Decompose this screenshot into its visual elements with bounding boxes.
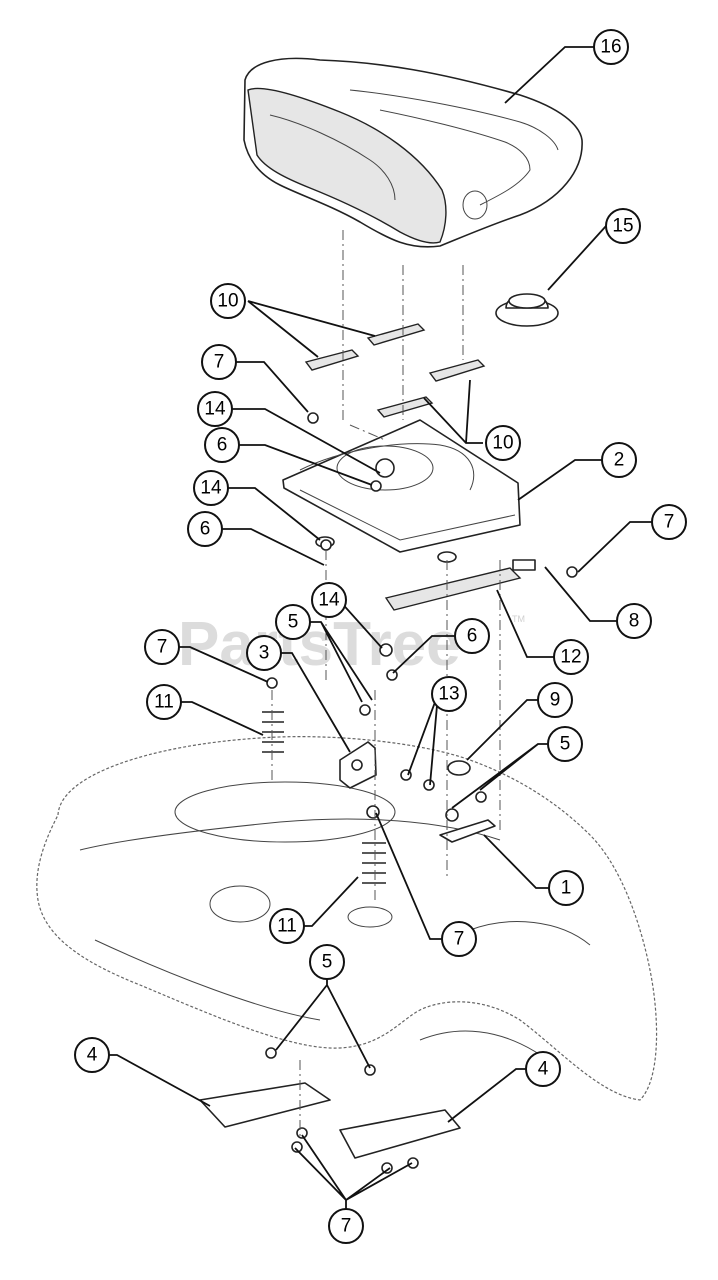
callout-12-label: 12 bbox=[560, 647, 581, 668]
callout-14-middle: 14 bbox=[193, 470, 229, 506]
callout-7-bottom: 7 bbox=[328, 1208, 364, 1244]
callout-6-lower-label: 6 bbox=[467, 626, 478, 647]
callout-7-left: 7 bbox=[144, 629, 180, 665]
callout-14-lower-label: 14 bbox=[318, 590, 340, 611]
callout-10-left-label: 10 bbox=[217, 291, 238, 312]
callout-14-lower: 14 bbox=[311, 582, 347, 618]
callout-4-right: 4 bbox=[525, 1051, 561, 1087]
pivot-brackets bbox=[339, 741, 496, 843]
callout-6-upper-label: 6 bbox=[217, 435, 228, 456]
callout-1-label: 1 bbox=[561, 878, 572, 899]
watermark-text: PartsTree bbox=[178, 610, 461, 679]
fender-body bbox=[36, 736, 658, 1101]
callout-5-right: 5 bbox=[547, 726, 583, 762]
seat-springs bbox=[262, 711, 386, 884]
callout-9: 9 bbox=[537, 682, 573, 718]
callout-8-label: 8 bbox=[629, 611, 640, 632]
callout-7-bottom-label: 7 bbox=[341, 1216, 352, 1237]
watermark-tm: TM bbox=[512, 614, 525, 624]
callout-1: 1 bbox=[548, 870, 584, 906]
callout-15: 15 bbox=[605, 208, 641, 244]
callout-10-right: 10 bbox=[485, 425, 521, 461]
callout-9-label: 9 bbox=[550, 690, 561, 711]
callout-4-right-label: 4 bbox=[538, 1059, 549, 1080]
mounting-plates bbox=[199, 1047, 461, 1174]
callout-6-middle-label: 6 bbox=[200, 519, 211, 540]
callout-7-middle: 7 bbox=[441, 921, 477, 957]
callout-7-upper: 7 bbox=[201, 344, 237, 380]
callout-15-label: 15 bbox=[612, 216, 633, 237]
callout-11-lower-label: 11 bbox=[277, 916, 297, 937]
construction-lines bbox=[271, 230, 501, 1140]
callout-5-upper-label: 5 bbox=[288, 612, 299, 633]
callout-14-upper-label: 14 bbox=[204, 399, 226, 420]
callout-11-upper: 11 bbox=[146, 684, 182, 720]
callout-7-upper-label: 7 bbox=[214, 352, 225, 373]
callout-6-lower: 6 bbox=[454, 618, 490, 654]
callout-10-left: 10 bbox=[210, 283, 246, 319]
callout-13: 13 bbox=[431, 676, 467, 712]
callout-7-left-label: 7 bbox=[157, 637, 168, 658]
callout-5-lower: 5 bbox=[309, 944, 345, 980]
callout-5-right-label: 5 bbox=[560, 734, 571, 755]
callout-3: 3 bbox=[246, 635, 282, 671]
callout-11-upper-label: 11 bbox=[154, 692, 174, 713]
callout-5-lower-label: 5 bbox=[322, 952, 333, 973]
callout-6-middle: 6 bbox=[187, 511, 223, 547]
callout-4-left-label: 4 bbox=[87, 1045, 98, 1066]
callout-7-middle-label: 7 bbox=[454, 929, 465, 950]
slide-rails bbox=[304, 323, 486, 418]
seat-adjust-knob bbox=[495, 293, 559, 327]
callout-16: 16 bbox=[593, 29, 629, 65]
callout-5-upper: 5 bbox=[275, 604, 311, 640]
callout-4-left: 4 bbox=[74, 1037, 110, 1073]
seat-pan bbox=[282, 419, 536, 611]
callout-16-label: 16 bbox=[600, 37, 621, 58]
callout-2: 2 bbox=[601, 442, 637, 478]
callout-14-upper: 14 bbox=[197, 391, 233, 427]
callout-7-right: 7 bbox=[651, 504, 687, 540]
callout-14-middle-label: 14 bbox=[200, 478, 222, 499]
callout-7-right-label: 7 bbox=[664, 512, 675, 533]
callout-3-label: 3 bbox=[259, 643, 270, 664]
callout-13-label: 13 bbox=[438, 684, 459, 705]
seat-cushion bbox=[243, 57, 583, 248]
callout-8: 8 bbox=[616, 603, 652, 639]
callout-12: 12 bbox=[553, 639, 589, 675]
callout-11-lower: 11 bbox=[269, 908, 305, 944]
callout-10-right-label: 10 bbox=[492, 433, 513, 454]
callout-2-label: 2 bbox=[614, 450, 625, 471]
callout-6-upper: 6 bbox=[204, 427, 240, 463]
